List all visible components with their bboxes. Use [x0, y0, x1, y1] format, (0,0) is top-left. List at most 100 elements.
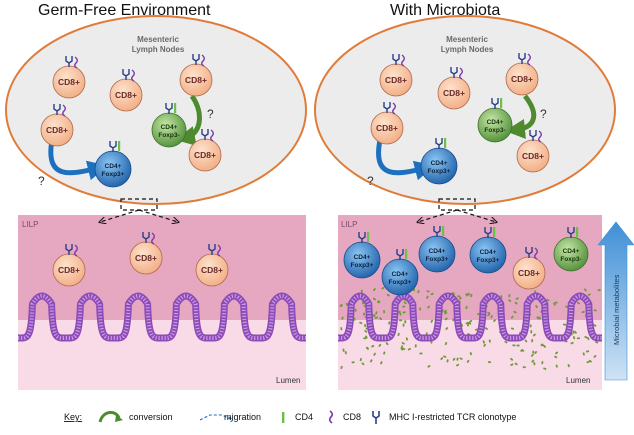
cd8-cell: CD8+: [52, 56, 86, 99]
treg-cell: CD4+Foxp3+: [420, 138, 458, 185]
metabolite-speck: [508, 299, 512, 303]
cd4-foxp3neg-cell: CD4+Foxp3-: [553, 227, 589, 272]
metabolite-speck: [593, 309, 597, 312]
cd8-cell: CD8+: [379, 54, 413, 97]
cd4-bar-icon: [442, 226, 445, 236]
metabolite-speck: [530, 353, 534, 357]
metabolite-speck: [487, 313, 491, 317]
metabolite-speck: [339, 304, 343, 307]
migration-arrow-icon: [199, 414, 234, 424]
lilp-label: LILP: [22, 220, 38, 229]
cell-label: CD8+: [443, 88, 465, 98]
treg-cell: CD4+Foxp3+: [418, 226, 456, 273]
metabolite-speck: [373, 314, 376, 318]
tcr-fork-icon: [65, 244, 73, 255]
tcr-fork-icon: [484, 227, 492, 238]
metabolite-speck: [414, 344, 417, 348]
lilp-label: LILP: [341, 220, 357, 229]
metabolite-speck: [388, 321, 391, 325]
metabolite-speck: [565, 305, 569, 309]
metabolite-speck: [586, 336, 590, 341]
metabolite-speck: [488, 339, 491, 343]
question-mark: ?: [540, 107, 547, 121]
tcr-fork-icon: [65, 56, 73, 67]
metabolite-speck: [404, 320, 407, 324]
cell-label: CD4+: [487, 119, 504, 126]
cd8-squiggle-icon: [151, 232, 155, 245]
cell-label: Foxp3+: [351, 262, 374, 269]
metabolite-speck: [426, 295, 429, 299]
metabolite-speck: [529, 324, 532, 328]
cd8-squiggle-icon: [538, 130, 542, 143]
metabolite-speck: [483, 343, 486, 347]
metabolite-speck: [513, 310, 517, 314]
tcr-fork-icon: [165, 103, 173, 114]
lymph-node-label: Lymph Nodes: [441, 45, 494, 54]
metabolite-speck: [340, 327, 343, 331]
metabolite-speck: [482, 340, 485, 344]
metabolite-speck: [405, 337, 408, 341]
metabolite-speck: [520, 348, 524, 352]
metabolite-speck: [510, 363, 514, 366]
cell-label: Foxp3-: [560, 256, 581, 263]
treg-cell: CD4+Foxp3+: [469, 227, 507, 274]
cd4-bar-icon: [576, 227, 579, 237]
metabolite-speck: [531, 339, 534, 343]
tcr-fork-icon: [372, 411, 380, 424]
cd8-cell: CD8+: [370, 102, 404, 145]
cd8-cell: CD8+: [52, 244, 86, 287]
metabolite-speck: [427, 305, 430, 309]
metabolite-speck: [538, 316, 541, 320]
cell-label: Foxp3+: [426, 256, 449, 263]
lumen-area: [18, 320, 306, 390]
metabolite-speck: [377, 300, 381, 304]
key-label-migration: migration: [224, 412, 261, 422]
metabolite-speck: [540, 343, 544, 347]
metabolite-speck: [515, 297, 519, 300]
metabolite-speck: [403, 301, 407, 305]
metabolite-speck: [567, 364, 570, 368]
question-mark: ?: [207, 107, 214, 121]
metabolite-speck: [383, 351, 386, 355]
cd4-bar-icon: [405, 249, 408, 259]
metabolite-speck: [380, 361, 383, 365]
cd8-squiggle-icon: [131, 69, 135, 82]
lymph-node-ellipse: [5, 15, 307, 205]
metabolite-speck: [457, 295, 461, 298]
cell-label: CD8+: [376, 123, 398, 133]
cd8-squiggle-icon: [401, 54, 405, 67]
tcr-fork-icon: [383, 102, 391, 113]
tcr-fork-icon: [491, 98, 499, 109]
cd8-squiggle-icon: [392, 102, 396, 115]
tcr-fork-icon: [53, 104, 61, 115]
cell-label: CD8+: [518, 268, 540, 278]
cd8-squiggle-icon: [201, 54, 205, 67]
metabolite-speck: [407, 347, 411, 351]
metabolite-speck: [546, 298, 550, 302]
metabolite-speck: [597, 289, 601, 292]
metabolite-speck: [470, 293, 473, 298]
metabolite-speck: [386, 293, 390, 297]
cell-label: Foxp3+: [428, 168, 451, 175]
metabolite-speck: [444, 311, 448, 315]
metabolite-speck: [345, 302, 349, 306]
question-mark: ?: [38, 174, 45, 188]
tcr-fork-icon: [433, 226, 441, 237]
metabolite-speck: [530, 330, 533, 334]
metabolite-speck: [555, 364, 558, 368]
metabolite-speck: [584, 288, 587, 292]
cell-label: Foxp3+: [102, 171, 125, 178]
cd8-squiggle-icon: [74, 244, 78, 257]
metabolite-speck: [576, 337, 581, 340]
lumen-area: [338, 320, 602, 390]
metabolite-speck: [573, 330, 577, 334]
key-label-tcr: MHC I-restricted TCR clonotype: [389, 412, 516, 422]
metabolite-speck: [593, 324, 597, 327]
metabolite-speck: [493, 319, 497, 322]
metabolite-speck: [466, 359, 470, 363]
migration-arrow: [418, 198, 496, 222]
key-legend: Key: conversion migration CD4 CD8 MHC I-…: [64, 410, 516, 424]
cd8-squiggle-icon: [217, 244, 221, 257]
cd8-squiggle-icon: [62, 104, 66, 117]
cd4-bar-icon: [282, 412, 285, 423]
